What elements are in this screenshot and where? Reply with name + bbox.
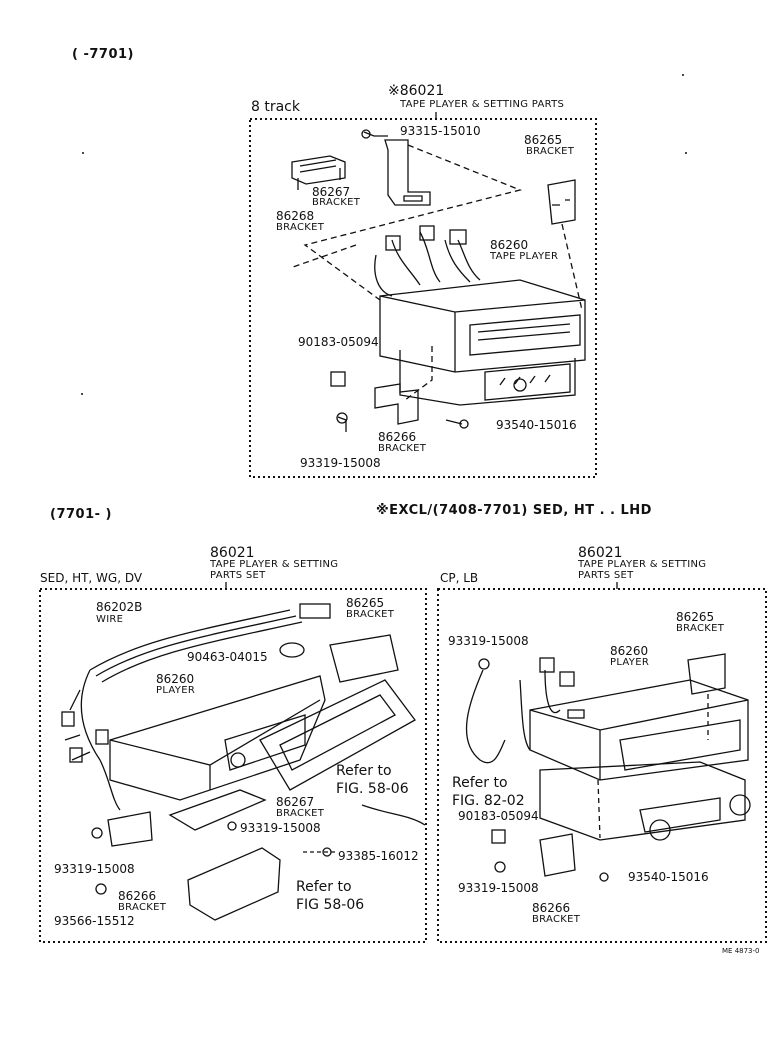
part-name: BRACKET: [312, 197, 361, 208]
part-number: 86260: [490, 238, 529, 252]
reference-note: Refer to: [452, 775, 508, 791]
lower-unit-right: [539, 761, 751, 841]
part-name: BRACKET: [676, 623, 725, 634]
part-number: 86260: [156, 672, 195, 686]
part-number: 86266: [532, 901, 571, 915]
part-name: BRACKET: [276, 808, 325, 819]
part-name: WIRE: [96, 614, 124, 625]
wire-harness-left: [89, 609, 291, 671]
part-name: TAPE PLAYER: [490, 251, 559, 262]
top-variant-label: 8 track: [251, 99, 300, 115]
part-number: 93319-15008: [300, 456, 381, 470]
part-number: 86267: [312, 185, 351, 199]
part-name: PLAYER: [156, 685, 196, 696]
part-number: 90463-04015: [187, 650, 268, 664]
reference-note: FIG 58-06: [296, 897, 365, 913]
date-range-mid: (7701- ): [50, 507, 112, 522]
bezel-left: [259, 679, 416, 791]
part-name: BRACKET: [346, 609, 395, 620]
left-panel-border: [39, 588, 427, 943]
part-number: 86266: [118, 889, 157, 903]
right-set-name-1: TAPE PLAYER & SETTING: [578, 559, 707, 570]
part-name: BRACKET: [378, 443, 427, 454]
part-name: BRACKET: [526, 146, 575, 157]
part-number: 86265: [346, 596, 385, 610]
bracket-86267-drawing: [384, 139, 431, 206]
part-number: 93385-16012: [338, 849, 419, 863]
part-name: BRACKET: [532, 914, 581, 925]
right-panel-border: [437, 588, 767, 943]
bracket-86268-drawing: [291, 155, 346, 190]
reference-note: Refer to: [336, 763, 392, 779]
part-number: 93319-15008: [448, 634, 529, 648]
part-number: 86268: [276, 209, 315, 223]
exclusion-note: ※EXCL/(7408-7701) SED, HT . . LHD: [376, 503, 652, 518]
left-set-number: 86021: [210, 545, 255, 561]
date-range-top: ( -7701): [72, 47, 134, 62]
part-number: 93319-15008: [240, 821, 321, 835]
left-set-name-1: TAPE PLAYER & SETTING: [210, 559, 339, 570]
part-number: 86266: [378, 430, 417, 444]
left-set-name-2: PARTS SET: [210, 570, 266, 581]
part-number: 86202B: [96, 600, 143, 614]
part-number: 93566-15512: [54, 914, 135, 928]
part-number: 93319-15008: [458, 881, 539, 895]
reference-note: FIG. 58-06: [336, 781, 409, 797]
part-name: BRACKET: [118, 902, 167, 913]
part-number: 86260: [610, 644, 649, 658]
part-number: 93540-15016: [628, 870, 709, 884]
top-set-name: TAPE PLAYER & SETTING PARTS: [400, 99, 565, 110]
reference-note: Refer to: [296, 879, 352, 895]
part-number: 86267: [276, 795, 315, 809]
part-number: 86265: [524, 133, 563, 147]
reference-note: FIG. 82-02: [452, 793, 525, 809]
part-number: 93315-15010: [400, 124, 481, 138]
part-number: 93319-15008: [54, 862, 135, 876]
right-set-name-2: PARTS SET: [578, 570, 634, 581]
part-number: 90183-05094: [298, 335, 379, 349]
part-number: 86265: [676, 610, 715, 624]
tape-player-box-top: [379, 279, 586, 406]
top-set-number: ※86021: [388, 83, 445, 99]
right-set-number: 86021: [578, 545, 623, 561]
top-panel-border: [249, 118, 597, 478]
figure-id: ME 4873-0: [722, 947, 760, 955]
left-variant-label: SED, HT, WG, DV: [40, 571, 143, 585]
part-number: 90183-05094: [458, 809, 539, 823]
part-name: PLAYER: [610, 657, 650, 668]
bracket-86265-drawing: [547, 179, 576, 225]
part-name: BRACKET: [276, 222, 325, 233]
right-variant-label: CP, LB: [440, 571, 479, 585]
part-number: 93540-15016: [496, 418, 577, 432]
player-box-left: [109, 675, 326, 801]
bracket-86266-drawing: [374, 383, 419, 425]
